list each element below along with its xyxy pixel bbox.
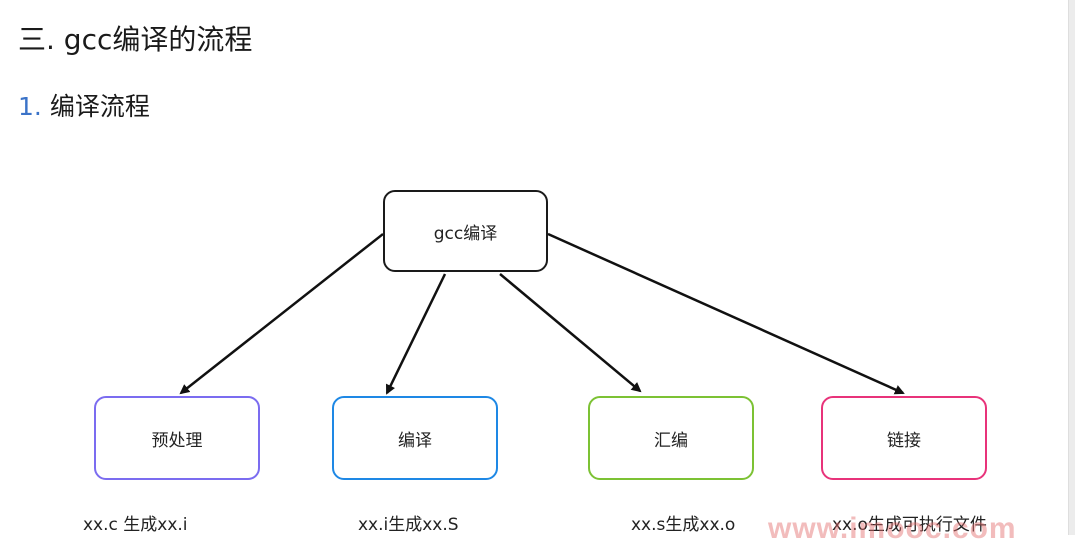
page-right-border	[1068, 0, 1075, 535]
section-heading-text: 三. gcc编译的流程	[18, 23, 253, 56]
assemble-label: 汇编	[654, 430, 688, 451]
arrow-to-link	[547, 232, 905, 395]
link-node: 链接	[821, 396, 987, 480]
compile-node: 编译	[332, 396, 498, 480]
link-label: 链接	[887, 430, 921, 451]
preprocess-label: 预处理	[151, 430, 203, 451]
assemble-caption: xx.s生成xx.o	[631, 515, 736, 535]
imooc-watermark: www.imooc.com	[768, 512, 1017, 545]
gcc-compile-node: gcc编译	[383, 190, 548, 272]
section-heading: 三. gcc编译的流程	[18, 20, 252, 60]
subsection-title: 编译流程	[49, 92, 150, 121]
arrow-to-compile	[385, 273, 447, 395]
compile-label: 编译	[398, 430, 432, 451]
arrow-to-preprocess	[179, 233, 384, 395]
link-caption: xx.o生成可执行文件	[832, 515, 987, 535]
subsection-heading: 1. 编译流程	[18, 89, 150, 125]
subsection-number: 1.	[18, 92, 42, 121]
arrow-to-assemble	[499, 273, 642, 393]
gcc-compile-label: gcc编译	[433, 223, 498, 244]
flow-diagram-arrows	[179, 232, 905, 395]
compile-caption: xx.i生成xx.S	[358, 515, 459, 535]
assemble-node: 汇编	[588, 396, 754, 480]
preprocess-node: 预处理	[94, 396, 260, 480]
preprocess-caption: xx.c 生成xx.i	[83, 515, 188, 535]
